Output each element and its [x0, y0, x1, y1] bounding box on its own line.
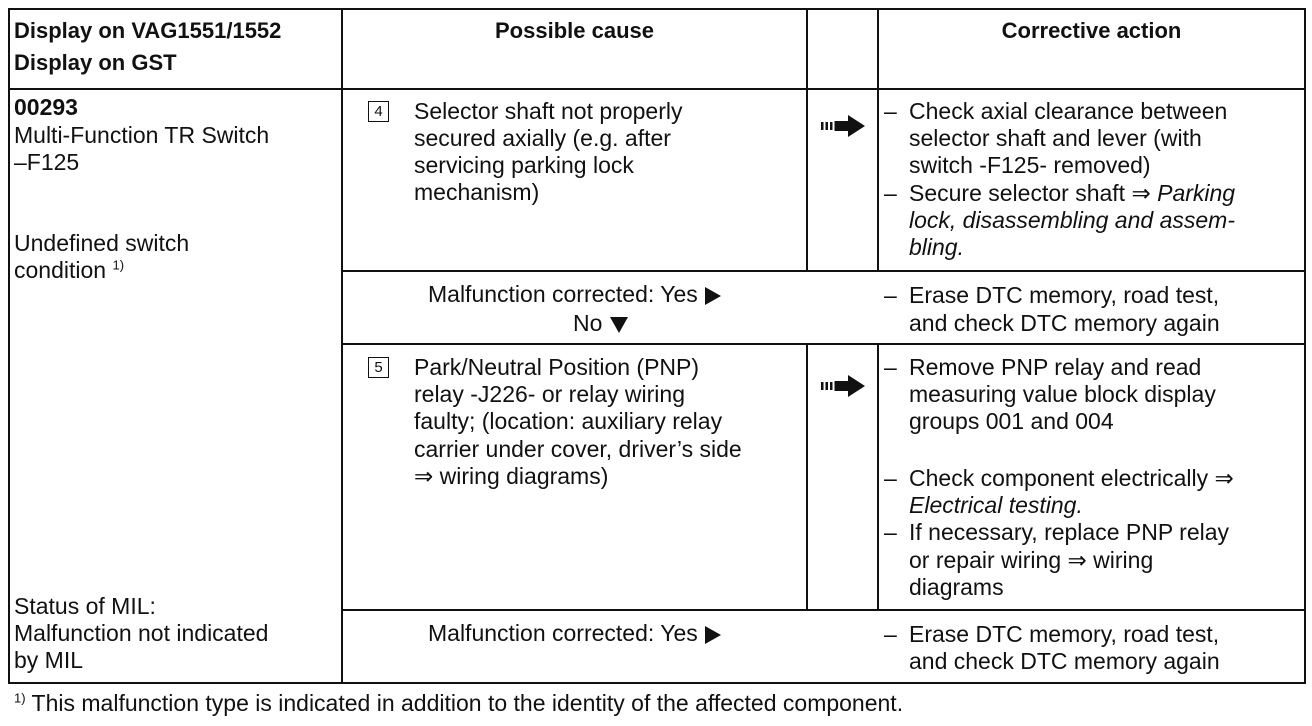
- fault-name-line2: –F125: [14, 149, 80, 175]
- arrow-right-icon: [821, 375, 865, 397]
- mil-status-line3: by MIL: [14, 647, 84, 673]
- table-right-border: [1304, 8, 1306, 684]
- parking-lock-reference: bling.: [909, 234, 964, 260]
- table-bottom-border: [8, 682, 1306, 684]
- corrected-no-text: No: [573, 310, 603, 336]
- cause-line: mechanism): [414, 179, 540, 205]
- action-line: or repair wiring ⇒ wiring: [909, 547, 1154, 573]
- action-line: If necessary, replace PNP relay: [909, 519, 1230, 545]
- col1-right-border: [341, 8, 343, 684]
- action-line: measuring value block display: [909, 381, 1216, 407]
- action-line: diagrams: [909, 574, 1004, 600]
- action-line: Check component electrically ⇒: [909, 465, 1234, 491]
- cause-line: faulty; (location: auxiliary relay: [414, 408, 723, 434]
- action-dash: –: [884, 282, 897, 308]
- header-display-gst: Display on GST: [14, 50, 177, 75]
- erase-dtc-line1: Erase DTC memory, road test,: [909, 282, 1220, 308]
- row3-bottom-border: [341, 609, 1306, 611]
- electrical-testing-reference: Electrical testing.: [909, 492, 1083, 518]
- col3-right-border-top: [877, 8, 879, 272]
- action-text: Secure selector shaft ⇒: [909, 180, 1158, 206]
- action-line: Remove PNP relay and read: [909, 354, 1202, 380]
- action-line: groups 001 and 004: [909, 408, 1114, 434]
- cause-line: Park/Neutral Position (PNP): [414, 354, 700, 380]
- step-number-box: 4: [368, 101, 389, 122]
- header-corrective-action: Corrective action: [1001, 18, 1182, 43]
- col2-right-border-top: [806, 8, 808, 272]
- fault-condition-footnote-mark: 1): [112, 257, 125, 273]
- cause-line: carrier under cover, driver’s side: [414, 436, 742, 462]
- cause-line: ⇒ wiring diagrams): [414, 463, 609, 489]
- fault-condition-line1: Undefined switch: [14, 230, 190, 256]
- row2-bottom-border: [341, 343, 1306, 345]
- parking-lock-reference: lock, disassembling and assem-: [909, 207, 1235, 233]
- footnote-mark: 1): [14, 690, 26, 706]
- erase-dtc-line2: and check DTC memory again: [909, 648, 1220, 674]
- action-line: switch -F125- removed): [909, 152, 1151, 178]
- action-dash: –: [884, 621, 897, 647]
- header-possible-cause: Possible cause: [495, 18, 654, 43]
- triangle-right-icon: [705, 286, 722, 305]
- mil-status-line1: Status of MIL:: [14, 593, 156, 619]
- action-line: Check axial clearance between: [909, 98, 1228, 124]
- fault-condition-text: condition: [14, 257, 107, 283]
- col2-right-border-mid: [806, 343, 808, 611]
- corrected-yes-label: Malfunction corrected: Yes: [428, 620, 722, 647]
- corrected-yes-text: Malfunction corrected: Yes: [428, 281, 698, 307]
- fault-code: 00293: [14, 94, 78, 120]
- mil-status-line2: Malfunction not indicated: [14, 620, 269, 646]
- footnote-text: This malfunction type is indicated in ad…: [25, 690, 904, 716]
- corrected-yes-text: Malfunction corrected: Yes: [428, 620, 698, 646]
- action-dash: –: [884, 465, 897, 491]
- header-bottom-border: [8, 88, 1306, 90]
- step-number-box: 5: [368, 357, 389, 378]
- triangle-down-icon: [609, 316, 628, 333]
- cause-line: servicing parking lock: [414, 152, 634, 178]
- fault-condition-line2: condition 1): [14, 257, 124, 284]
- cause-line: secured axially (e.g. after: [414, 125, 671, 151]
- table-left-border: [8, 8, 10, 684]
- action-line: Secure selector shaft ⇒ Parking: [909, 180, 1235, 207]
- action-line: selector shaft and lever (with: [909, 125, 1202, 151]
- footnote: 1) This malfunction type is indicated in…: [14, 690, 903, 717]
- table-top-border: [8, 8, 1306, 10]
- action-dash: –: [884, 180, 897, 206]
- parking-lock-reference: Parking: [1157, 180, 1236, 206]
- action-dash: –: [884, 354, 897, 380]
- fault-name-line1: Multi-Function TR Switch: [14, 122, 270, 148]
- cause-line: Selector shaft not properly: [414, 98, 683, 124]
- triangle-right-icon: [705, 625, 722, 644]
- header-display-vag: Display on VAG1551/1552: [14, 18, 282, 43]
- arrow-right-icon: [821, 115, 865, 137]
- action-dash: –: [884, 98, 897, 124]
- erase-dtc-line2: and check DTC memory again: [909, 310, 1220, 336]
- erase-dtc-line1: Erase DTC memory, road test,: [909, 621, 1220, 647]
- row1-bottom-border: [341, 270, 1306, 272]
- corrected-yes-label: Malfunction corrected: Yes: [428, 281, 722, 308]
- col3-right-border-mid: [877, 343, 879, 611]
- corrected-no-label: No: [573, 310, 629, 337]
- action-dash: –: [884, 519, 897, 545]
- cause-line: relay -J226- or relay wiring: [414, 381, 685, 407]
